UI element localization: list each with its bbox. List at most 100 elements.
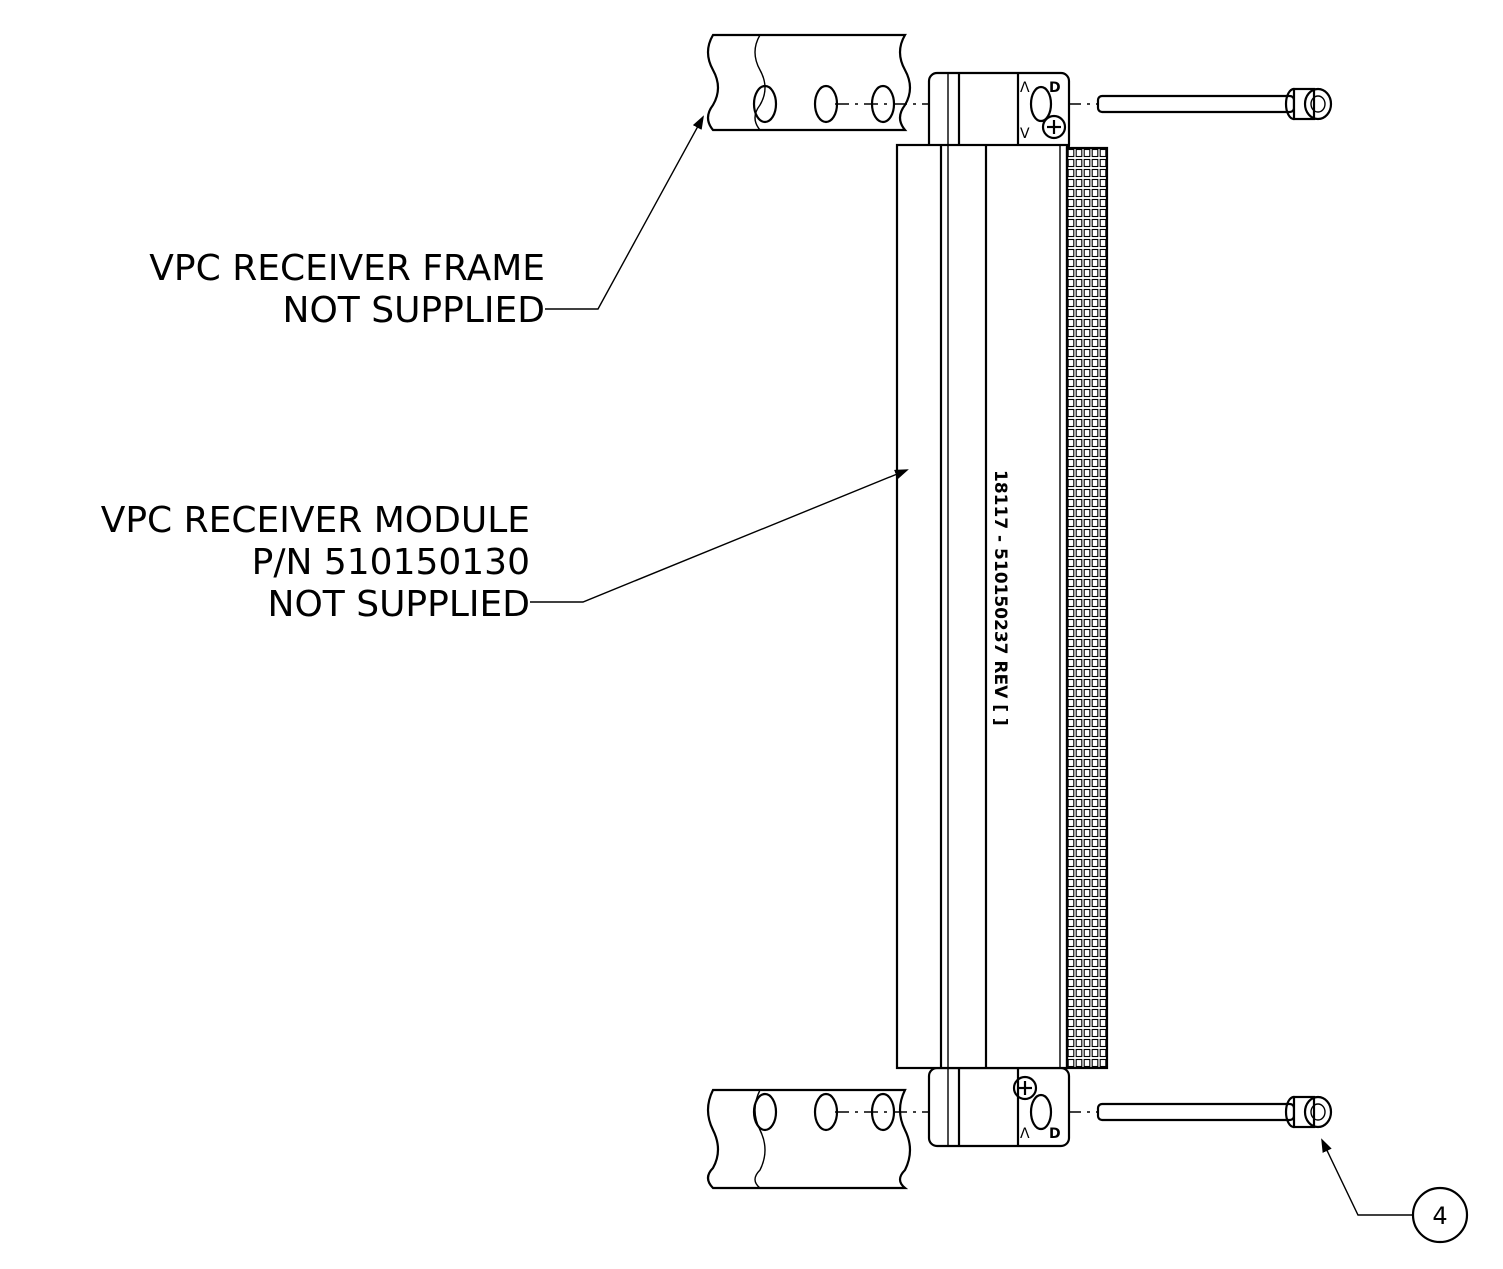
contact-cell: [1067, 758, 1075, 768]
contact-cell: [1091, 718, 1099, 728]
contact-cell: [1075, 528, 1083, 538]
contact-cell: [1099, 608, 1107, 618]
top-mounting-bracket: Λ V D: [927, 71, 1071, 155]
contact-cell: [1099, 278, 1107, 288]
contact-cell: [1075, 678, 1083, 688]
bottom-cross-screw: [1012, 1075, 1038, 1101]
contact-cell: [1067, 578, 1075, 588]
contact-cell: [1067, 928, 1075, 938]
contact-cell: [1067, 498, 1075, 508]
contact-cell: [1099, 968, 1107, 978]
contact-cell: [1067, 598, 1075, 608]
contact-cell: [1091, 678, 1099, 688]
contact-cell: [1075, 728, 1083, 738]
contact-cell: [1083, 898, 1091, 908]
contact-cell: [1099, 188, 1107, 198]
contact-cell: [1083, 218, 1091, 228]
contact-cell: [1099, 228, 1107, 238]
contact-cell: [1083, 388, 1091, 398]
contact-cell: [1075, 278, 1083, 288]
contact-cell: [1091, 648, 1099, 658]
contact-cell: [1099, 928, 1107, 938]
contact-cell: [1067, 448, 1075, 458]
contact-cell: [1075, 458, 1083, 468]
contact-cell: [1083, 1038, 1091, 1048]
contact-cell: [1083, 538, 1091, 548]
contact-cell: [1075, 848, 1083, 858]
contact-cell: [1099, 548, 1107, 558]
contact-cell: [1075, 708, 1083, 718]
contact-cell: [1075, 378, 1083, 388]
contact-cell: [1075, 998, 1083, 1008]
contact-cell: [1099, 528, 1107, 538]
contact-cell: [1067, 458, 1075, 468]
contact-cell: [1067, 1038, 1075, 1048]
contact-cell: [1083, 928, 1091, 938]
contact-cell: [1099, 958, 1107, 968]
contact-cell: [1075, 208, 1083, 218]
contact-cell: [1075, 198, 1083, 208]
contact-cell: [1067, 908, 1075, 918]
contact-cell: [1091, 478, 1099, 488]
contact-cell: [1099, 848, 1107, 858]
contact-cell: [1099, 648, 1107, 658]
frame-leader: [545, 115, 704, 310]
contact-cell: [1067, 1008, 1075, 1018]
top-letter-d: D: [1049, 80, 1061, 96]
contact-cell: [1091, 978, 1099, 988]
contact-cell: [1075, 448, 1083, 458]
contact-cell: [1067, 848, 1075, 858]
contact-cell: [1091, 328, 1099, 338]
receiver-module-body: [895, 143, 1069, 1070]
contact-cell: [1075, 578, 1083, 588]
contact-cell: [1091, 588, 1099, 598]
contact-cell: [1083, 208, 1091, 218]
contact-cell: [1091, 178, 1099, 188]
module-callout-line1: VPC RECEIVER MODULE: [101, 500, 530, 541]
contact-cell: [1067, 968, 1075, 978]
contact-cell: [1083, 158, 1091, 168]
contact-cell: [1075, 1038, 1083, 1048]
contact-cell: [1075, 808, 1083, 818]
contact-cell: [1091, 968, 1099, 978]
contact-cell: [1067, 678, 1075, 688]
contact-cell: [1067, 568, 1075, 578]
contact-cell: [1099, 908, 1107, 918]
contact-cell: [1067, 688, 1075, 698]
contact-cell: [1099, 918, 1107, 928]
contact-cell: [1099, 318, 1107, 328]
contact-cell: [1091, 398, 1099, 408]
contact-cell: [1067, 318, 1075, 328]
contact-cell: [1083, 168, 1091, 178]
contact-cell: [1067, 218, 1075, 228]
contact-cell: [1083, 1008, 1091, 1018]
contact-cell: [1075, 548, 1083, 558]
contact-cell: [1099, 598, 1107, 608]
contact-cell: [1067, 358, 1075, 368]
contact-cell: [1067, 888, 1075, 898]
contact-cell: [1067, 1048, 1075, 1058]
contact-cell: [1083, 348, 1091, 358]
contact-cell: [1091, 498, 1099, 508]
contact-cell: [1091, 958, 1099, 968]
contact-cell: [1075, 978, 1083, 988]
contact-cell: [1091, 898, 1099, 908]
contact-cell: [1067, 428, 1075, 438]
contact-cell: [1067, 338, 1075, 348]
contact-cell: [1099, 1028, 1107, 1038]
contact-cell: [1075, 938, 1083, 948]
contact-cell: [1099, 408, 1107, 418]
contact-cell: [1075, 628, 1083, 638]
contact-cell: [1099, 178, 1107, 188]
contact-cell: [1083, 318, 1091, 328]
contact-cell: [1083, 188, 1091, 198]
contact-cell: [1067, 148, 1075, 158]
contact-cell: [1075, 918, 1083, 928]
contact-cell: [1091, 608, 1099, 618]
contact-cell: [1075, 908, 1083, 918]
contact-cell: [1075, 818, 1083, 828]
contact-cell: [1083, 558, 1091, 568]
contact-cell: [1091, 468, 1099, 478]
contact-cell: [1099, 358, 1107, 368]
contact-cell: [1099, 488, 1107, 498]
